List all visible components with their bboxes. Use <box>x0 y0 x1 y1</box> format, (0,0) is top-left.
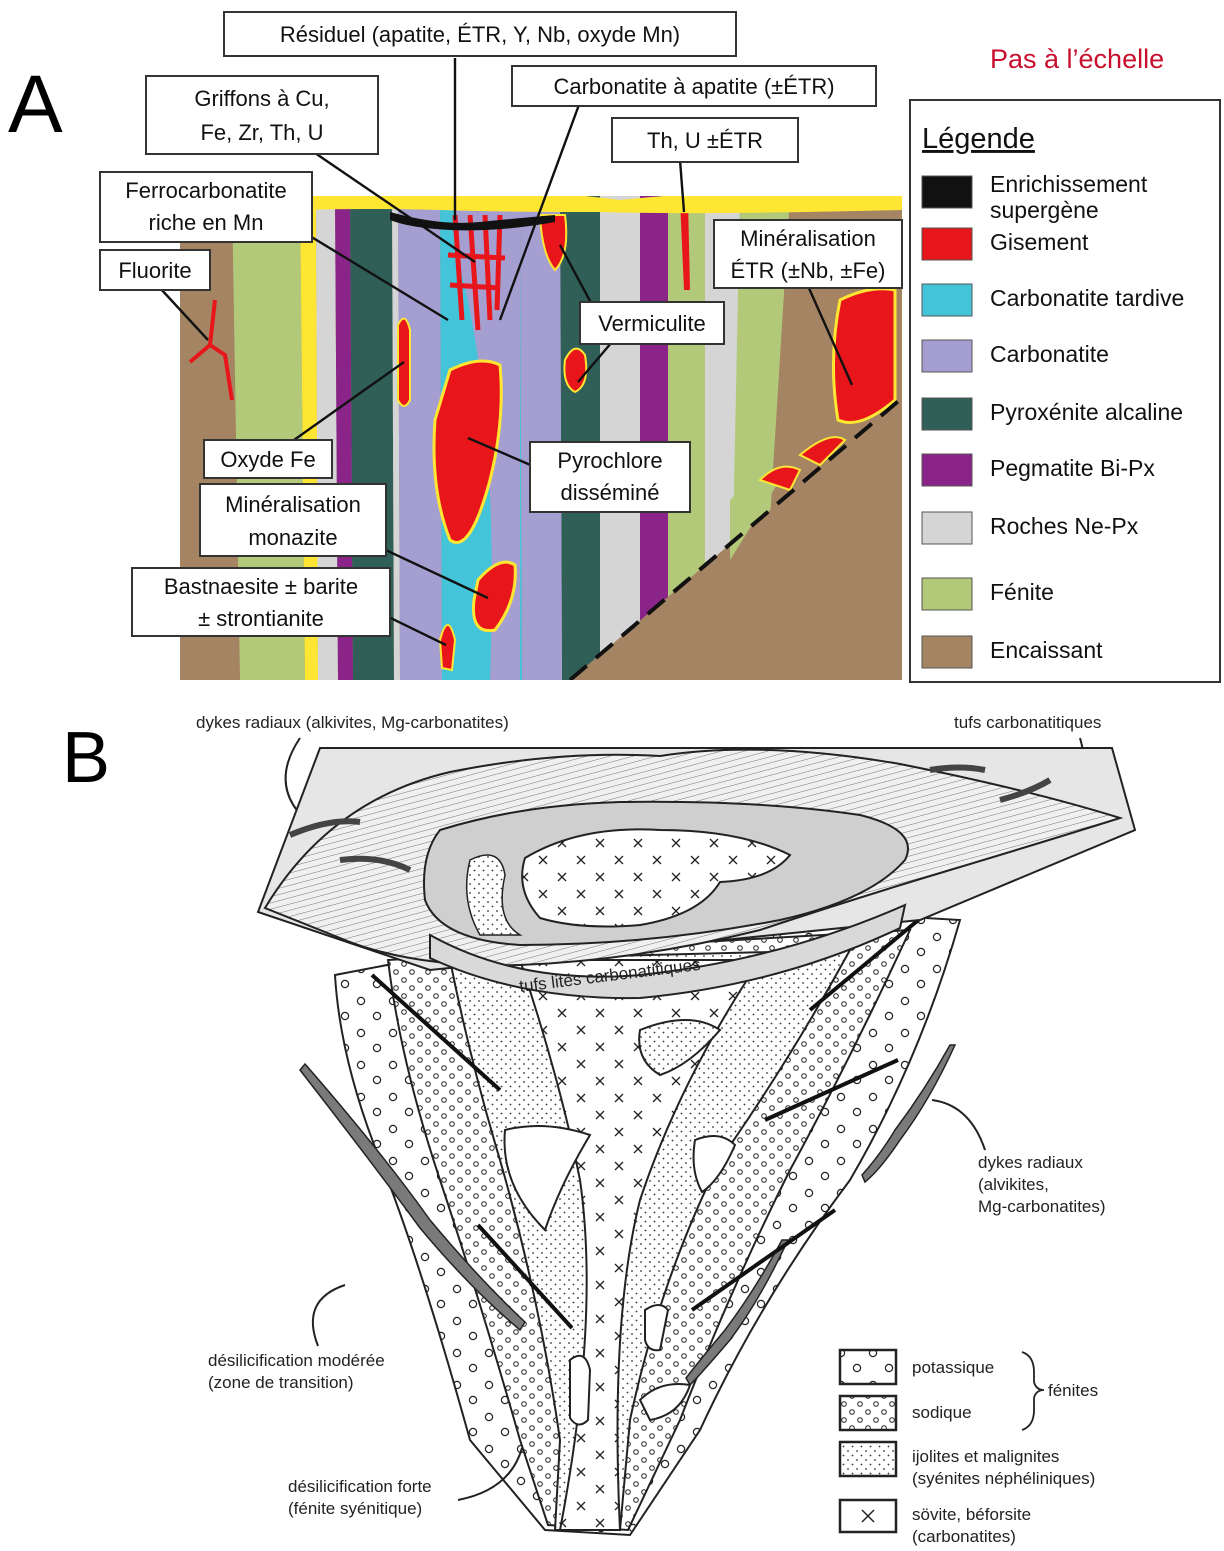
legend-a-swatch <box>922 512 972 544</box>
legend-a-label: Pegmatite Bi-Px <box>990 455 1155 481</box>
callout-pyrochlore-1: Pyrochlore <box>557 448 662 473</box>
panel-b-letter: B <box>62 718 110 798</box>
legend-b-brace <box>1022 1352 1044 1430</box>
panel-b: B dykes radiaux (alkivites, Mg-carbonati… <box>62 713 1135 1546</box>
callout-ree-2: ÉTR (±Nb, ±Fe) <box>731 258 886 283</box>
dark-dyke-d <box>930 768 985 771</box>
callout-fluorite: Fluorite <box>118 258 191 283</box>
legend-a-swatch <box>922 228 972 260</box>
legend-b-ijolites-2: (syénites néphéliniques) <box>912 1469 1095 1488</box>
callout-th-u: Th, U ±ÉTR <box>647 128 763 153</box>
legend-b-potassic-swatch <box>840 1350 896 1384</box>
callout-griffons-2: Fe, Zr, Th, U <box>200 120 323 145</box>
pyroxenite-right <box>560 196 600 680</box>
legend-b-ijolite-swatch <box>840 1442 896 1476</box>
legend-b-sodique: sodique <box>912 1403 972 1422</box>
leader-desil-mod <box>313 1285 345 1346</box>
legend-a-label: Enrichissement <box>990 171 1148 197</box>
label-desil-mod-2: (zone de transition) <box>208 1373 354 1392</box>
callout-ferro-2: riche en Mn <box>149 210 264 235</box>
deposit-ree <box>833 289 895 423</box>
legend-a-label: Gisement <box>990 229 1089 255</box>
callout-griffons-1: Griffons à Cu, <box>194 86 329 111</box>
deposit-vermiculite <box>564 349 586 392</box>
legend-a-label: Roches Ne-Px <box>990 513 1139 539</box>
deposit-bastnaesite <box>440 625 455 670</box>
legend-a-label: Carbonatite tardive <box>990 285 1184 311</box>
legend-a-label: Pyroxénite alcaline <box>990 399 1183 425</box>
legend-a-swatch <box>922 454 972 486</box>
leader-dykes-right <box>932 1100 985 1150</box>
label-dykes-top: dykes radiaux (alkivites, Mg-carbonatite… <box>196 713 509 732</box>
label-desil-mod-1: désilicification modérée <box>208 1351 385 1370</box>
label-tufs-top: tufs carbonatitiques <box>954 713 1101 732</box>
panel-a: A Pas à l’échelle <box>8 12 1220 682</box>
legend-b-potassique: potassique <box>912 1358 994 1377</box>
callout-monazite-1: Minéralisation <box>225 492 361 517</box>
legend-a: Légende EnrichissementsupergèneGisementC… <box>910 100 1220 682</box>
legend-b-ijolites-1: ijolites et malignites <box>912 1447 1059 1466</box>
regolith-cap <box>300 174 902 213</box>
callout-fe-oxide: Oxyde Fe <box>220 447 315 472</box>
legend-b-sovite-2: (carbonatites) <box>912 1527 1016 1546</box>
legend-a-swatch <box>922 340 972 372</box>
callout-ferro-1: Ferrocarbonatite <box>125 178 286 203</box>
legend-b-fenites: fénites <box>1048 1381 1098 1400</box>
label-dykes-right-3: Mg-carbonatites) <box>978 1197 1106 1216</box>
ne-px-right <box>600 196 640 680</box>
legend-a-label: Carbonatite <box>990 341 1109 367</box>
label-dykes-right-1: dykes radiaux <box>978 1153 1083 1172</box>
callout-residual: Résiduel (apatite, ÉTR, Y, Nb, oxyde Mn) <box>280 22 680 47</box>
callout-ree-1: Minéralisation <box>740 226 876 251</box>
legend-a-swatch <box>922 176 972 208</box>
callout-bastnaesite-2: ± strontianite <box>198 606 324 631</box>
scale-note: Pas à l’échelle <box>990 44 1164 74</box>
legend-b-sodic-swatch <box>840 1396 896 1430</box>
label-desil-forte-1: désilicification forte <box>288 1477 432 1496</box>
legend-b-sovite-1: sövite, béforsite <box>912 1505 1031 1524</box>
label-desil-forte-2: (fénite syénitique) <box>288 1499 422 1518</box>
callout-bastnaesite-1: Bastnaesite ± barite <box>164 574 358 599</box>
sovite-lens-d <box>570 1356 590 1425</box>
legend-a-swatch <box>922 578 972 610</box>
callout-vermiculite: Vermiculite <box>598 311 706 336</box>
label-dykes-right-2: (alvikites, <box>978 1175 1049 1194</box>
legend-a-label-line2: supergène <box>990 197 1099 223</box>
legend-a-label: Fénite <box>990 579 1054 605</box>
legend-a-swatch <box>922 284 972 316</box>
legend-b: potassique sodique fénites ijolites et m… <box>840 1350 1098 1546</box>
callout-apatite: Carbonatite à apatite (±ÉTR) <box>553 74 834 99</box>
callout-pyrochlore-2: disséminé <box>560 480 659 505</box>
legend-a-label: Encaissant <box>990 637 1103 663</box>
panel-a-letter: A <box>8 59 63 150</box>
legend-a-swatch <box>922 636 972 668</box>
callout-monazite-2: monazite <box>248 525 337 550</box>
legend-a-title: Légende <box>922 123 1035 155</box>
legend-a-swatch <box>922 398 972 430</box>
